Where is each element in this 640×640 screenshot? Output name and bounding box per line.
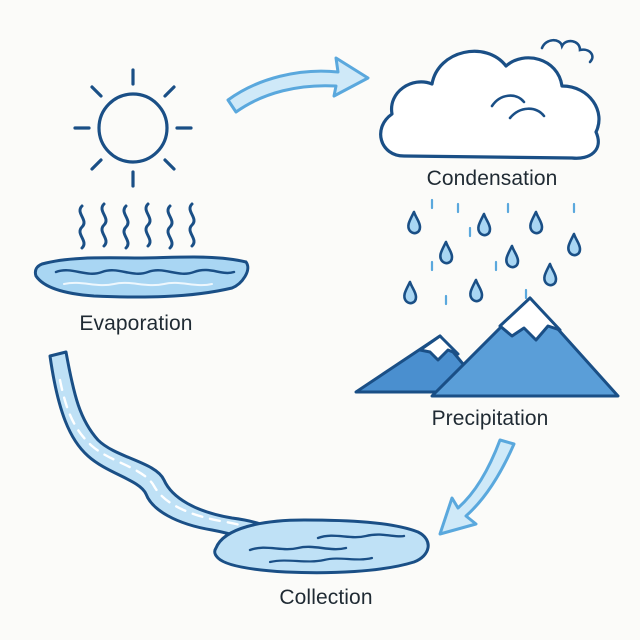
cloud-icon [379, 38, 601, 160]
vapor-lines-icon [78, 202, 196, 250]
raindrops-icon [403, 210, 582, 305]
condensation-label: Condensation [426, 167, 558, 190]
lake-icon [213, 518, 430, 575]
mountains-icon [354, 296, 620, 398]
evaporation-label: Evaporation [79, 312, 193, 335]
arrow-precipitation-to-collection [438, 438, 516, 536]
collection-label: Collection [279, 586, 373, 609]
water-body-icon [33, 255, 250, 299]
rain-streaks-icon [430, 198, 576, 306]
precipitation-label: Precipitation [431, 407, 549, 430]
sun-icon [73, 68, 193, 188]
arrow-evaporation-to-condensation [226, 56, 370, 114]
